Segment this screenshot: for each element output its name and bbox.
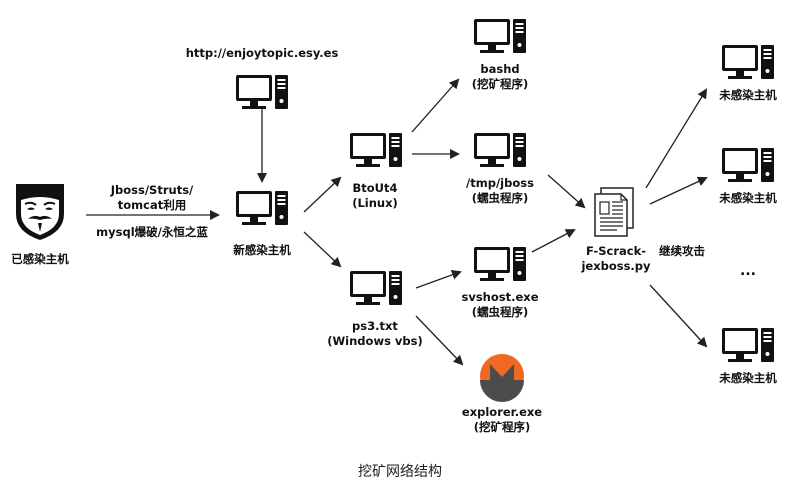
- new-host-label: 新感染主机: [233, 243, 291, 258]
- ps3-name: ps3.txt: [352, 319, 398, 333]
- computer-icon: [722, 328, 774, 362]
- target3-text: 未感染主机: [719, 371, 777, 385]
- computer-icon: [474, 19, 526, 53]
- arrows: [86, 78, 708, 366]
- exploit-line-3: mysql爆破/永恒之蓝: [96, 225, 208, 239]
- fscrack-label: F-Scrack- jexboss.py: [581, 244, 650, 274]
- target1-label: 未感染主机: [719, 88, 777, 103]
- btout4-name: BtoUt4: [352, 181, 398, 195]
- bashd-name: bashd: [480, 62, 520, 76]
- computer-icon: [474, 247, 526, 281]
- figure-caption: 挖矿网络结构: [358, 464, 442, 480]
- bashd-type: (挖矿程序): [471, 77, 529, 91]
- computer-icon: [722, 45, 774, 79]
- jboss-label: /tmp/jboss (蠕虫程序): [466, 176, 534, 206]
- svshost-type: (蠕虫程序): [471, 305, 529, 319]
- target1-text: 未感染主机: [719, 88, 777, 102]
- target2-label: 未感染主机: [719, 191, 777, 206]
- jboss-type: (蠕虫程序): [471, 191, 529, 205]
- exploit-line-1: Jboss/Struts/: [110, 183, 194, 197]
- explorer-type: (挖矿程序): [473, 420, 531, 434]
- new-host-text: 新感染主机: [233, 243, 291, 257]
- web-host-url: http://enjoytopic.esy.es: [185, 46, 339, 60]
- monero-logo-icon: [480, 354, 524, 402]
- target2-text: 未感染主机: [719, 191, 777, 205]
- arrow-fscrack-to-target1: [645, 88, 708, 189]
- svshost-label: svshost.exe (蠕虫程序): [461, 290, 538, 320]
- computer-icon: [474, 133, 526, 167]
- continue-attack-label: 继续攻击: [659, 244, 705, 259]
- btout4-label: BtoUt4 (Linux): [352, 181, 398, 211]
- document-icon: [594, 187, 634, 237]
- arrow-new-to-btout4: [303, 176, 342, 213]
- exploit-label-top: Jboss/Struts/ tomcat利用: [111, 183, 193, 213]
- web-host-label: http://enjoytopic.esy.es: [186, 46, 339, 61]
- arrow-ps3-to-explorer: [415, 315, 464, 366]
- arrow-fscrack-to-target3: [649, 284, 708, 348]
- arrow-fscrack-to-target2: [649, 176, 708, 205]
- exploit-label-bottom: mysql爆破/永恒之蓝: [96, 225, 208, 240]
- continue-attack-text: 继续攻击: [659, 244, 705, 258]
- ps3-label: ps3.txt (Windows vbs): [327, 319, 423, 349]
- bashd-label: bashd (挖矿程序): [472, 62, 529, 92]
- computer-icon: [350, 133, 402, 167]
- computer-icon: [350, 271, 402, 305]
- computer-icon: [236, 75, 288, 109]
- arrow-new-to-ps3: [303, 231, 342, 268]
- target3-label: 未感染主机: [719, 371, 777, 386]
- arrow-ps3-to-svshost: [415, 270, 462, 289]
- exploit-line-2: tomcat利用: [117, 198, 187, 212]
- arrow-jboss-to-fscrack: [547, 174, 586, 209]
- hacker-mask-icon: [16, 184, 64, 240]
- infected-host-text: 已感染主机: [11, 252, 69, 266]
- infected-host-label: 已感染主机: [11, 252, 69, 267]
- ellipsis: ...: [740, 264, 756, 279]
- computer-icon: [722, 148, 774, 182]
- arrow-btout4-to-bashd: [411, 78, 460, 133]
- btout4-platform: (Linux): [352, 196, 398, 210]
- fscrack-name-2: jexboss.py: [581, 259, 651, 273]
- explorer-name: explorer.exe: [461, 405, 543, 419]
- fscrack-name-1: F-Scrack-: [585, 244, 647, 258]
- ps3-platform: (Windows vbs): [327, 334, 423, 348]
- jboss-name: /tmp/jboss: [466, 176, 534, 190]
- svshost-name: svshost.exe: [461, 290, 539, 304]
- ellipsis-text: ...: [740, 263, 756, 279]
- computer-icon: [236, 191, 288, 225]
- explorer-label: explorer.exe (挖矿程序): [462, 405, 542, 435]
- arrow-svshost-to-fscrack: [531, 229, 576, 253]
